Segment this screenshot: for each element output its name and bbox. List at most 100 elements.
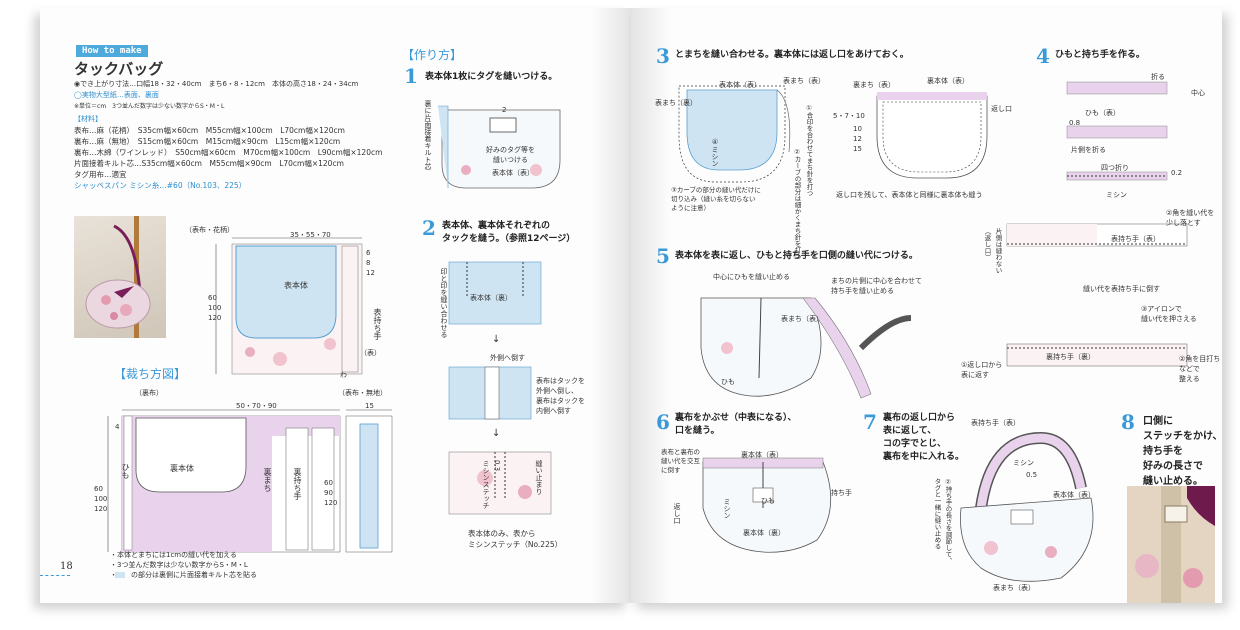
lining-handle-label: 裏持ち手 <box>293 468 302 500</box>
gutter-shadow <box>591 8 631 603</box>
step2-diagram-a <box>448 261 542 325</box>
unit-note: ※単位＝cm 3つ並んだ数字は少ない数字からS・M・L <box>74 103 225 110</box>
wa-mark: わ <box>340 371 347 379</box>
step6-number: 6 <box>656 410 670 434</box>
step4-strips <box>1066 81 1168 181</box>
right-page: 3 とまちを縫い合わせる。裏本体には返し口をあけておく。 表本体（表） 表まち（… <box>631 8 1222 603</box>
outer-heights: 60 100 120 <box>208 294 222 322</box>
plain-fabric-label: （表布・無地） <box>338 389 387 397</box>
step6-label: 裏本体（表） <box>741 451 783 459</box>
note-item: ・3つ並んだ数字は少ない数字からS・M・L <box>110 561 248 569</box>
step3-note3: ③カーブの部分の縫い代だけに 切り込み（縫い糸を切らない ように注意） <box>671 186 761 212</box>
step7-label: 表まち（表） <box>993 584 1035 592</box>
step4-mishin: ミシン <box>1106 191 1127 199</box>
lining-width: 50・70・90 <box>236 402 277 410</box>
step7-text: 裏布の返し口から 表に返して、 コの字でとじ、 裏布を中に入れる。 <box>883 413 965 462</box>
step1-text: 表本体1枚にタグを縫いつける。 <box>425 72 558 82</box>
step2-text: 表本体、裏本体それぞれの タックを縫う。（参照12ページ） <box>442 221 576 244</box>
step4-return: ①返し口から 表に返す <box>961 361 1003 379</box>
step7-label: 0.5 <box>1026 471 1038 479</box>
lining-cutting-diagram <box>107 409 341 553</box>
step1-side-note: 裏に片面接着キルト芯 <box>424 100 432 170</box>
step3-label: 裏本体（表） <box>927 77 969 85</box>
lining-gusset-label: 裏まち <box>263 468 272 492</box>
arrow-down-icon: ↓ <box>492 428 501 439</box>
step1-two: 2 <box>502 106 507 114</box>
step4-handle: 表持ち手（表） <box>1111 235 1160 243</box>
step1-number: 1 <box>404 64 418 88</box>
step5-himo: ひも <box>721 378 735 386</box>
material-item: 裏布…麻（無地） S15cm幅×60cm M15cm幅×90cm L15cm幅×… <box>74 137 341 146</box>
step6-label: 返し口 <box>673 503 681 524</box>
step4-dim: 0.8 <box>1069 119 1081 127</box>
step4-himo: ひも（表） <box>1085 109 1120 117</box>
step6-label: 裏本体（裏） <box>743 529 785 537</box>
step2-diagram-b <box>448 366 532 420</box>
step1-body-label: 表本体（表） <box>492 169 534 177</box>
step5-label: 表まち（表） <box>781 315 823 323</box>
step4-fold: 折る <box>1151 73 1165 81</box>
lining-body-label: 裏本体 <box>170 464 194 473</box>
open-book: How to make タックバッグ ◉でき上がり寸法…口幅18・32・40cm… <box>40 8 1222 603</box>
step4-four: 四つ折り <box>1101 164 1129 172</box>
lining-heights: 60 100 120 <box>94 485 108 513</box>
interfacing-swatch <box>115 572 125 578</box>
materials-list: 表布…麻（花柄） S35cm幅×60cm M55cm幅×100cm L70cm幅… <box>74 125 382 191</box>
material-item: 表布…麻（花柄） S35cm幅×60cm M55cm幅×100cm L70cm幅… <box>74 126 345 135</box>
step6-label: 持ち手 <box>831 489 852 497</box>
step5-diagram <box>700 297 912 399</box>
step3-note2: ②カーブの部分は細かくまち針を打つ <box>793 148 801 260</box>
step1-tag-note: 好みのタグ等を 縫いつける <box>486 146 535 164</box>
step3-label: 表本体（表） <box>719 81 761 89</box>
outer-body-label: 表本体 <box>284 281 308 290</box>
step3-label: 表まち（裏） <box>655 99 697 107</box>
step2-fold-note: 表布はタックを 外側へ倒し、 裏布はタックを 内側へ倒す <box>536 377 585 415</box>
step5-note-a: 中心にひもを縫い止める <box>713 273 790 281</box>
step6-note: 表布と裏布の 縫い代を交互 に倒す <box>661 448 700 474</box>
step3-label: 返し口 <box>991 105 1012 113</box>
outer-cutting-diagram <box>215 237 363 375</box>
bag-illustration <box>85 216 151 338</box>
materials-header: 【材料】 <box>74 115 102 123</box>
step2-diagram-c <box>448 451 552 515</box>
material-item: 片面接着キルト芯…S35cm幅×60cm M55cm幅×90cm L70cm幅×… <box>74 159 344 168</box>
cutting-notes: ・本体とまちには1cmの縫い代を加える ・3つ並んだ数字は少ない数字からS・M・… <box>110 550 257 580</box>
step5-number: 5 <box>656 244 670 268</box>
step6-text: 裏布をかぶせ（中表になる）、 口を縫う。 <box>675 413 797 436</box>
step8-text: 口側に ステッチをかけ、 持ち手を 好みの長さで 縫い止める。 <box>1143 416 1222 487</box>
step2-stop-note: 縫い止まり <box>535 460 543 495</box>
step3-diagram-a <box>678 85 791 183</box>
step4-pin: ②角を目打ち などで 整える <box>1179 355 1221 383</box>
arrow-down-icon: ↓ <box>492 334 501 345</box>
step3-number: 3 <box>656 44 670 68</box>
step4-corner: ②角を縫い代を 少し落とす <box>1166 209 1215 227</box>
page-title: タックバッグ <box>74 60 164 78</box>
step6-diagram <box>702 457 832 553</box>
outer-handle-label: 表持ち手 <box>373 308 382 340</box>
step2-outward: 外側へ倒す <box>490 354 525 362</box>
step3-back-note: 返し口を残して、表本体と同様に裏本体も縫う <box>836 191 983 199</box>
gutter-shadow <box>631 8 671 603</box>
pattern-note: ◯実物大型紙…表面、裏面 <box>74 91 159 99</box>
step2-caption: 表本体のみ、表から ミシンステッチ（No.225） <box>468 529 563 549</box>
note-item: ・本体とまちには1cmの縫い代を加える <box>110 551 237 559</box>
step3-text: とまちを縫い合わせる。裏本体には返し口をあけておく。 <box>675 50 909 60</box>
step4-center: 中心 <box>1191 89 1205 97</box>
step4-handle-back <box>1006 343 1188 367</box>
step7-label: 表持ち手（表） <box>971 419 1020 427</box>
instructions-header: 【作り方】 <box>402 48 463 62</box>
himo-label: ひも <box>121 463 130 479</box>
step3-sizes2: 10 12 15 <box>853 125 862 153</box>
step3-label: 裏まち（表） <box>853 81 895 89</box>
how-to-make-badge: How to make <box>76 45 148 57</box>
material-item: タグ用布…適宜 <box>74 170 127 179</box>
stitch-detail-illustration <box>1127 486 1215 603</box>
material-item: 裏布…木綿（ワインレッド） S50cm幅×60cm M70cm幅×100cm L… <box>74 148 383 157</box>
step4-number: 4 <box>1036 44 1050 68</box>
page-dash-line <box>40 575 70 576</box>
face-mark: （表） <box>360 349 381 357</box>
step3-note1: ①合印を合わせてまち針を打つ <box>805 104 813 197</box>
cutting-header: 【裁ち方図】 <box>114 367 187 381</box>
step2-number: 2 <box>422 216 436 240</box>
four-mark: 4 <box>115 423 120 431</box>
